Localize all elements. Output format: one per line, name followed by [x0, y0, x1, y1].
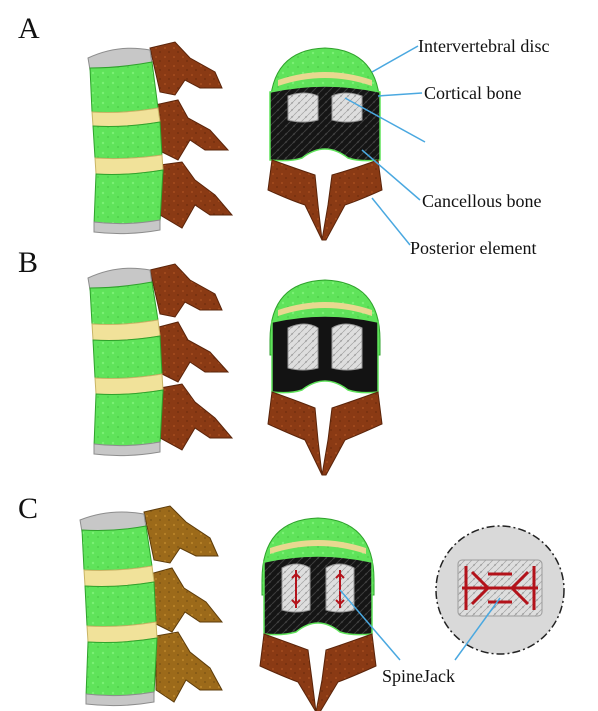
panel-letter-c: C	[18, 492, 38, 525]
axial-section-b	[268, 280, 382, 475]
posterior-elements-a	[150, 42, 232, 228]
callout-posterior-element: Posterior element	[410, 238, 536, 258]
callout-intervertebral-disc: Intervertebral disc	[418, 36, 549, 56]
axial-section-a	[268, 48, 382, 240]
cortical-left-a	[288, 93, 318, 122]
axial-section-c	[260, 518, 376, 711]
cortical-right-a	[332, 93, 362, 122]
panel-letter-a: A	[18, 12, 40, 45]
lateral-spine-b	[88, 264, 232, 456]
cancellous-core-a	[270, 86, 380, 161]
callout-cortical-bone: Cortical bone	[424, 83, 521, 103]
lateral-spine-c	[80, 506, 222, 706]
callout-cancellous-bone: Cancellous bone	[422, 191, 541, 211]
panel-letter-b: B	[18, 246, 38, 279]
vertebral-body-a3	[94, 170, 163, 226]
vertebral-body-a2	[93, 122, 162, 159]
lateral-spine-a	[88, 42, 232, 234]
vertebral-body-a1	[90, 62, 158, 113]
callout-spinejack: SpineJack	[382, 666, 455, 686]
posterior-element-axial-a	[268, 160, 382, 240]
spinejack-magnified-inset	[436, 526, 564, 654]
